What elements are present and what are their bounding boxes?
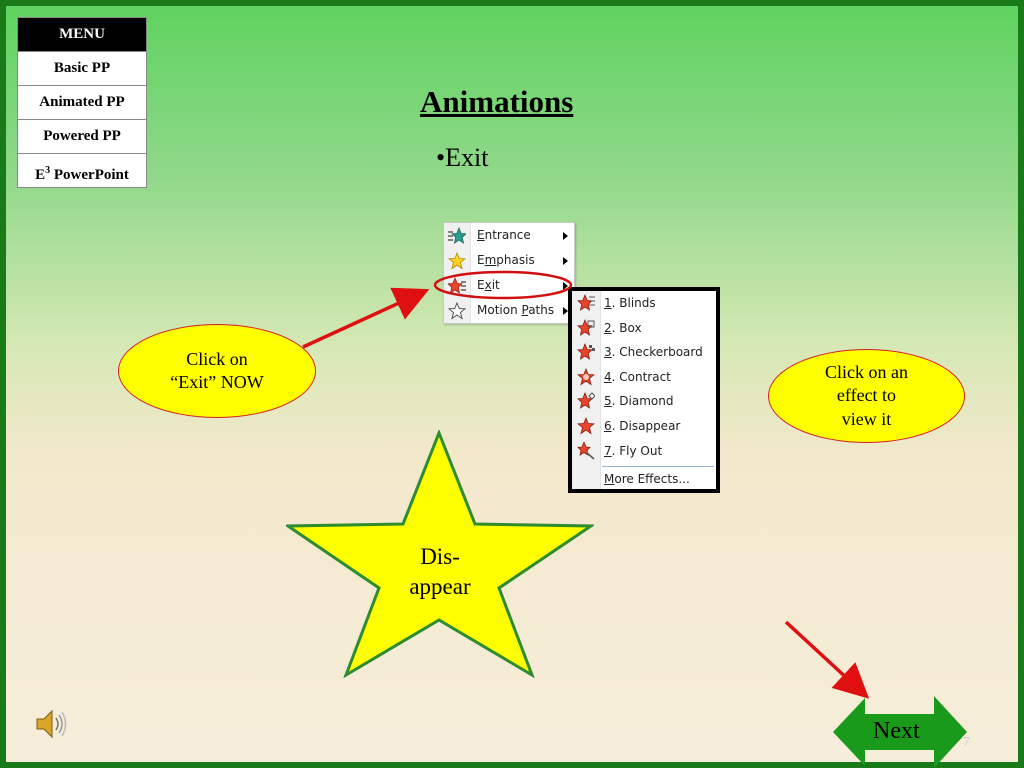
emphasis-accel: m	[484, 253, 497, 267]
submenu-arrow-icon	[563, 232, 568, 240]
e3-rest: PowerPoint	[50, 167, 129, 183]
navigation-menu: MENU Basic PP Animated PP Powered PP E3 …	[17, 17, 147, 188]
diamond-effect-icon	[577, 392, 595, 410]
e3-superscript: 3	[45, 165, 51, 176]
effect-contract[interactable]: 4. Contract	[572, 365, 716, 390]
exit-star-icon	[448, 277, 466, 294]
effect-num-4: 4	[604, 369, 612, 384]
speaker-icon[interactable]	[34, 706, 70, 742]
more-effects-item[interactable]: More Effects...	[604, 468, 690, 490]
motion-path-star-icon	[448, 302, 466, 320]
effect-diamond[interactable]: 5. Diamond	[572, 389, 716, 414]
e3-base: E	[35, 167, 46, 183]
effect-blinds[interactable]: 1. Blinds	[572, 291, 716, 316]
effect-label-checkerboard: . Checkerboard	[611, 345, 703, 360]
motion-post: aths	[528, 303, 555, 317]
exit-accel: x	[484, 278, 492, 292]
effect-label-disappear: . Disappear	[611, 418, 681, 433]
slide-title: Animations	[420, 84, 574, 119]
emphasis-star-icon	[448, 252, 466, 270]
effect-checkerboard[interactable]: 3. Checkerboard	[572, 340, 716, 365]
exit-post: it	[491, 278, 500, 292]
bullet-exit: •Exit	[436, 143, 489, 172]
disappear-star-shape[interactable]	[286, 430, 594, 678]
callout-right-line2: effect to	[836, 385, 897, 406]
star-label: Dis- appear	[360, 542, 520, 602]
entrance-accel: E	[477, 228, 485, 242]
box-effect-icon	[577, 318, 595, 336]
animation-context-menu: Entrance Emphasis Exit Motion Paths	[443, 222, 575, 324]
menu-item-e3-powerpoint[interactable]: E3 PowerPoint	[18, 153, 146, 187]
page-number: 7	[963, 735, 970, 750]
menu-item-powered-pp[interactable]: Powered PP	[18, 119, 146, 153]
blinds-effect-icon	[577, 294, 595, 311]
callout-right-line1: Click on an	[825, 361, 908, 382]
menu-item-entrance[interactable]: Entrance	[444, 223, 574, 248]
more-effects-label: ore Effects...	[614, 472, 690, 486]
exit-effects-submenu: 1. Blinds 2. Box 3. Checkerboard 4. Cont…	[568, 287, 720, 493]
effect-disappear[interactable]: 6. Disappear	[572, 414, 716, 439]
effect-num-6: 6	[604, 418, 612, 433]
menu-item-basic-pp[interactable]: Basic PP	[18, 51, 146, 85]
effect-box[interactable]: 2. Box	[572, 316, 716, 341]
star-line1: Dis-	[420, 544, 460, 569]
effect-label-fly-out: . Fly Out	[611, 443, 663, 458]
effect-num-5: 5	[604, 394, 612, 409]
callout-left-line2: “Exit” NOW	[170, 372, 264, 392]
next-label: Next	[873, 718, 920, 744]
effect-num-2: 2	[604, 320, 612, 335]
contract-effect-icon	[577, 367, 595, 386]
menu-item-motion-paths[interactable]: Motion Paths	[444, 298, 574, 323]
effect-label-diamond: . Diamond	[611, 394, 674, 409]
exit-pre: E	[477, 278, 485, 292]
menu-item-animated-pp[interactable]: Animated PP	[18, 85, 146, 119]
effect-fly-out[interactable]: 7. Fly Out	[572, 439, 716, 464]
callout-click-exit: Click on “Exit” NOW	[118, 324, 316, 418]
menu-item-emphasis[interactable]: Emphasis	[444, 248, 574, 273]
motion-accel: P	[521, 303, 529, 317]
callout-right-line3: view it	[841, 408, 892, 429]
entrance-post: ntrance	[484, 228, 531, 242]
submenu-arrow-icon	[563, 257, 568, 265]
checkerboard-effect-icon	[577, 343, 595, 361]
effect-num-7: 7	[604, 443, 612, 458]
motion-pre: Motion	[477, 303, 522, 317]
emphasis-pre: E	[477, 253, 485, 267]
effect-label-box: . Box	[611, 320, 642, 335]
submenu-arrow-icon	[563, 307, 568, 315]
callout-left-line1: Click on	[186, 348, 248, 369]
menu-separator	[602, 466, 714, 467]
effect-label-blinds: . Blinds	[611, 296, 656, 310]
effect-label-contract: . Contract	[611, 369, 671, 384]
more-effects-accel: M	[604, 472, 615, 486]
menu-item-exit[interactable]: Exit	[444, 273, 574, 298]
emphasis-post: phasis	[496, 253, 535, 267]
star-line2: appear	[409, 573, 471, 599]
disappear-effect-icon	[577, 416, 595, 435]
next-button[interactable]	[833, 696, 967, 768]
menu-header: MENU	[18, 18, 146, 51]
entrance-star-icon	[448, 227, 466, 244]
effect-num-1: 1	[604, 296, 612, 310]
effect-num-3: 3	[604, 345, 612, 360]
fly-out-effect-icon	[577, 441, 595, 460]
